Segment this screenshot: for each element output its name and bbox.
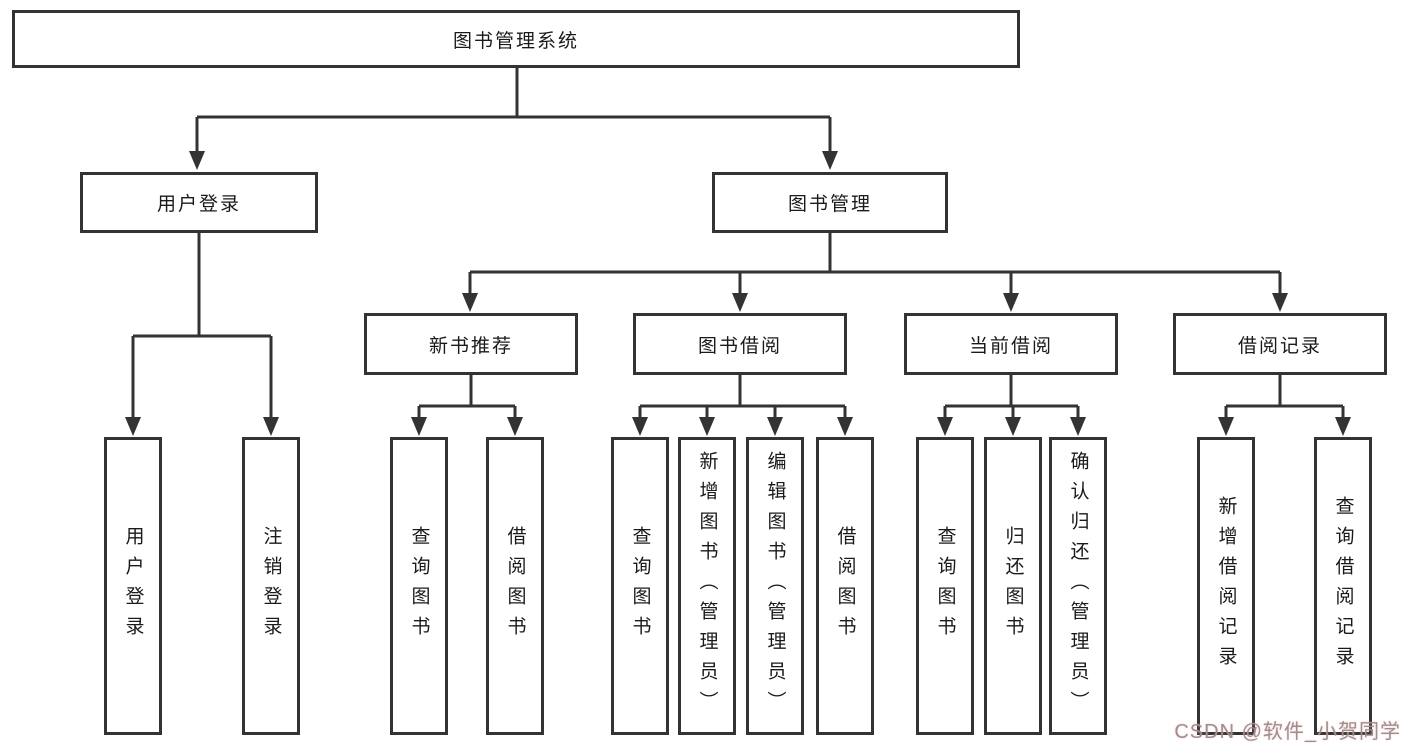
leaf-bb-query-books-label: 查询图书 (629, 526, 651, 646)
node-borrow-records: 借阅记录 (1173, 313, 1387, 375)
leaf-cb-confirm-return-admin-label: 确认归还（管理员） (1067, 451, 1089, 721)
leaf-br-query-record-label: 查询借阅记录 (1332, 496, 1354, 676)
leaf-user-login: 用户登录 (104, 437, 162, 735)
leaf-nb-borrow-books-label: 借阅图书 (504, 526, 526, 646)
node-book-management-label: 图书管理 (787, 194, 872, 215)
leaf-logout: 注销登录 (242, 437, 300, 735)
leaf-nb-borrow-books: 借阅图书 (486, 437, 544, 735)
leaf-bb-edit-books-admin: 编辑图书（管理员） (746, 437, 804, 735)
leaf-bb-borrow-books: 借阅图书 (816, 437, 874, 735)
leaf-cb-confirm-return-admin: 确认归还（管理员） (1049, 437, 1107, 735)
leaf-br-add-record-label: 新增借阅记录 (1215, 496, 1237, 676)
node-root: 图书管理系统 (12, 10, 1020, 68)
node-book-borrow-label: 图书借阅 (697, 335, 782, 357)
node-new-book-recommend: 新书推荐 (364, 313, 578, 375)
leaf-cb-query-books: 查询图书 (916, 437, 974, 735)
leaf-nb-query-books: 查询图书 (390, 437, 448, 735)
leaf-user-login-label: 用户登录 (122, 526, 144, 646)
node-book-management: 图书管理 (712, 172, 948, 233)
leaf-br-add-record: 新增借阅记录 (1197, 437, 1255, 735)
leaf-cb-return-books: 归还图书 (984, 437, 1042, 735)
node-book-borrow: 图书借阅 (633, 313, 847, 375)
leaf-cb-return-books-label: 归还图书 (1002, 526, 1024, 646)
node-current-borrow: 当前借阅 (904, 313, 1118, 375)
leaf-cb-query-books-label: 查询图书 (934, 526, 956, 646)
leaf-br-query-record: 查询借阅记录 (1314, 437, 1372, 735)
node-user-login-label: 用户登录 (156, 194, 241, 215)
leaf-bb-add-books-admin: 新增图书（管理员） (678, 437, 736, 735)
leaf-logout-label: 注销登录 (260, 526, 282, 646)
leaf-nb-query-books-label: 查询图书 (408, 526, 430, 646)
node-user-login: 用户登录 (80, 172, 318, 233)
leaf-bb-add-books-admin-label: 新增图书（管理员） (696, 451, 718, 721)
arrowheads (125, 151, 1351, 436)
leaf-bb-query-books: 查询图书 (611, 437, 669, 735)
node-new-book-recommend-label: 新书推荐 (428, 335, 513, 357)
watermark: CSDN @软件_小贺同学 (1174, 721, 1401, 743)
leaf-bb-edit-books-admin-label: 编辑图书（管理员） (764, 451, 786, 721)
leaf-bb-borrow-books-label: 借阅图书 (834, 526, 856, 646)
node-borrow-records-label: 借阅记录 (1237, 335, 1322, 357)
node-root-label: 图书管理系统 (452, 30, 579, 52)
node-current-borrow-label: 当前借阅 (968, 335, 1053, 357)
